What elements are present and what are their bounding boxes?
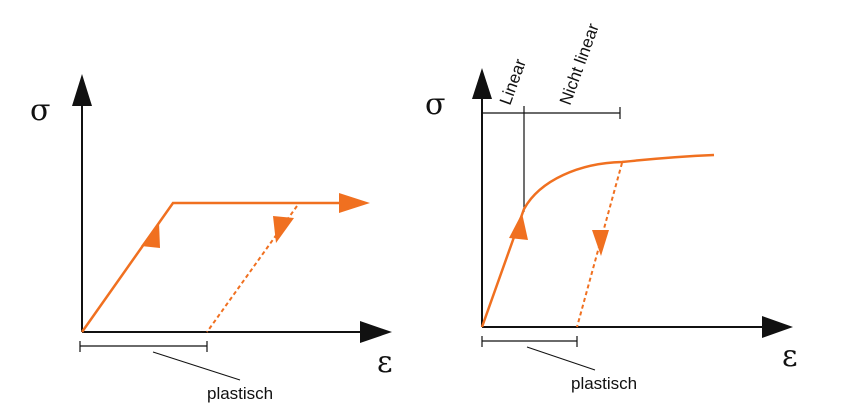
left-plateau-arrowhead bbox=[339, 193, 370, 213]
left-plastic-label: plastisch bbox=[207, 384, 273, 403]
right-loading-arrowhead bbox=[509, 213, 528, 240]
right-stress-symbol: σ bbox=[425, 87, 445, 122]
right-y-axis-arrowhead bbox=[472, 68, 492, 99]
left-unloading-line bbox=[206, 205, 298, 333]
left-plastic-leader-line bbox=[152, 351, 241, 381]
left-x-axis-arrowhead bbox=[360, 321, 392, 343]
left-y-axis-arrowhead bbox=[72, 74, 92, 106]
right-plastic-leader-line bbox=[526, 346, 596, 371]
right-unloading-arrowhead bbox=[592, 230, 609, 256]
right-strain-symbol: ε bbox=[782, 339, 798, 374]
right-loading-curve bbox=[480, 153, 715, 328]
left-loading-curve bbox=[80, 201, 345, 333]
left-unloading-arrowhead bbox=[273, 216, 294, 243]
linear-label: Linear bbox=[496, 56, 530, 107]
left-loading-arrowhead bbox=[141, 222, 160, 248]
left-strain-symbol: ε bbox=[377, 345, 393, 380]
left-diagram: σ ε plastisch bbox=[30, 74, 393, 403]
right-x-axis-arrowhead bbox=[762, 316, 793, 338]
right-diagram: σ ε Linear Nicht linear plastisch bbox=[425, 21, 798, 393]
nonlinear-label: Nicht linear bbox=[556, 21, 603, 108]
right-plastic-label: plastisch bbox=[571, 374, 637, 393]
left-stress-symbol: σ bbox=[30, 93, 50, 128]
